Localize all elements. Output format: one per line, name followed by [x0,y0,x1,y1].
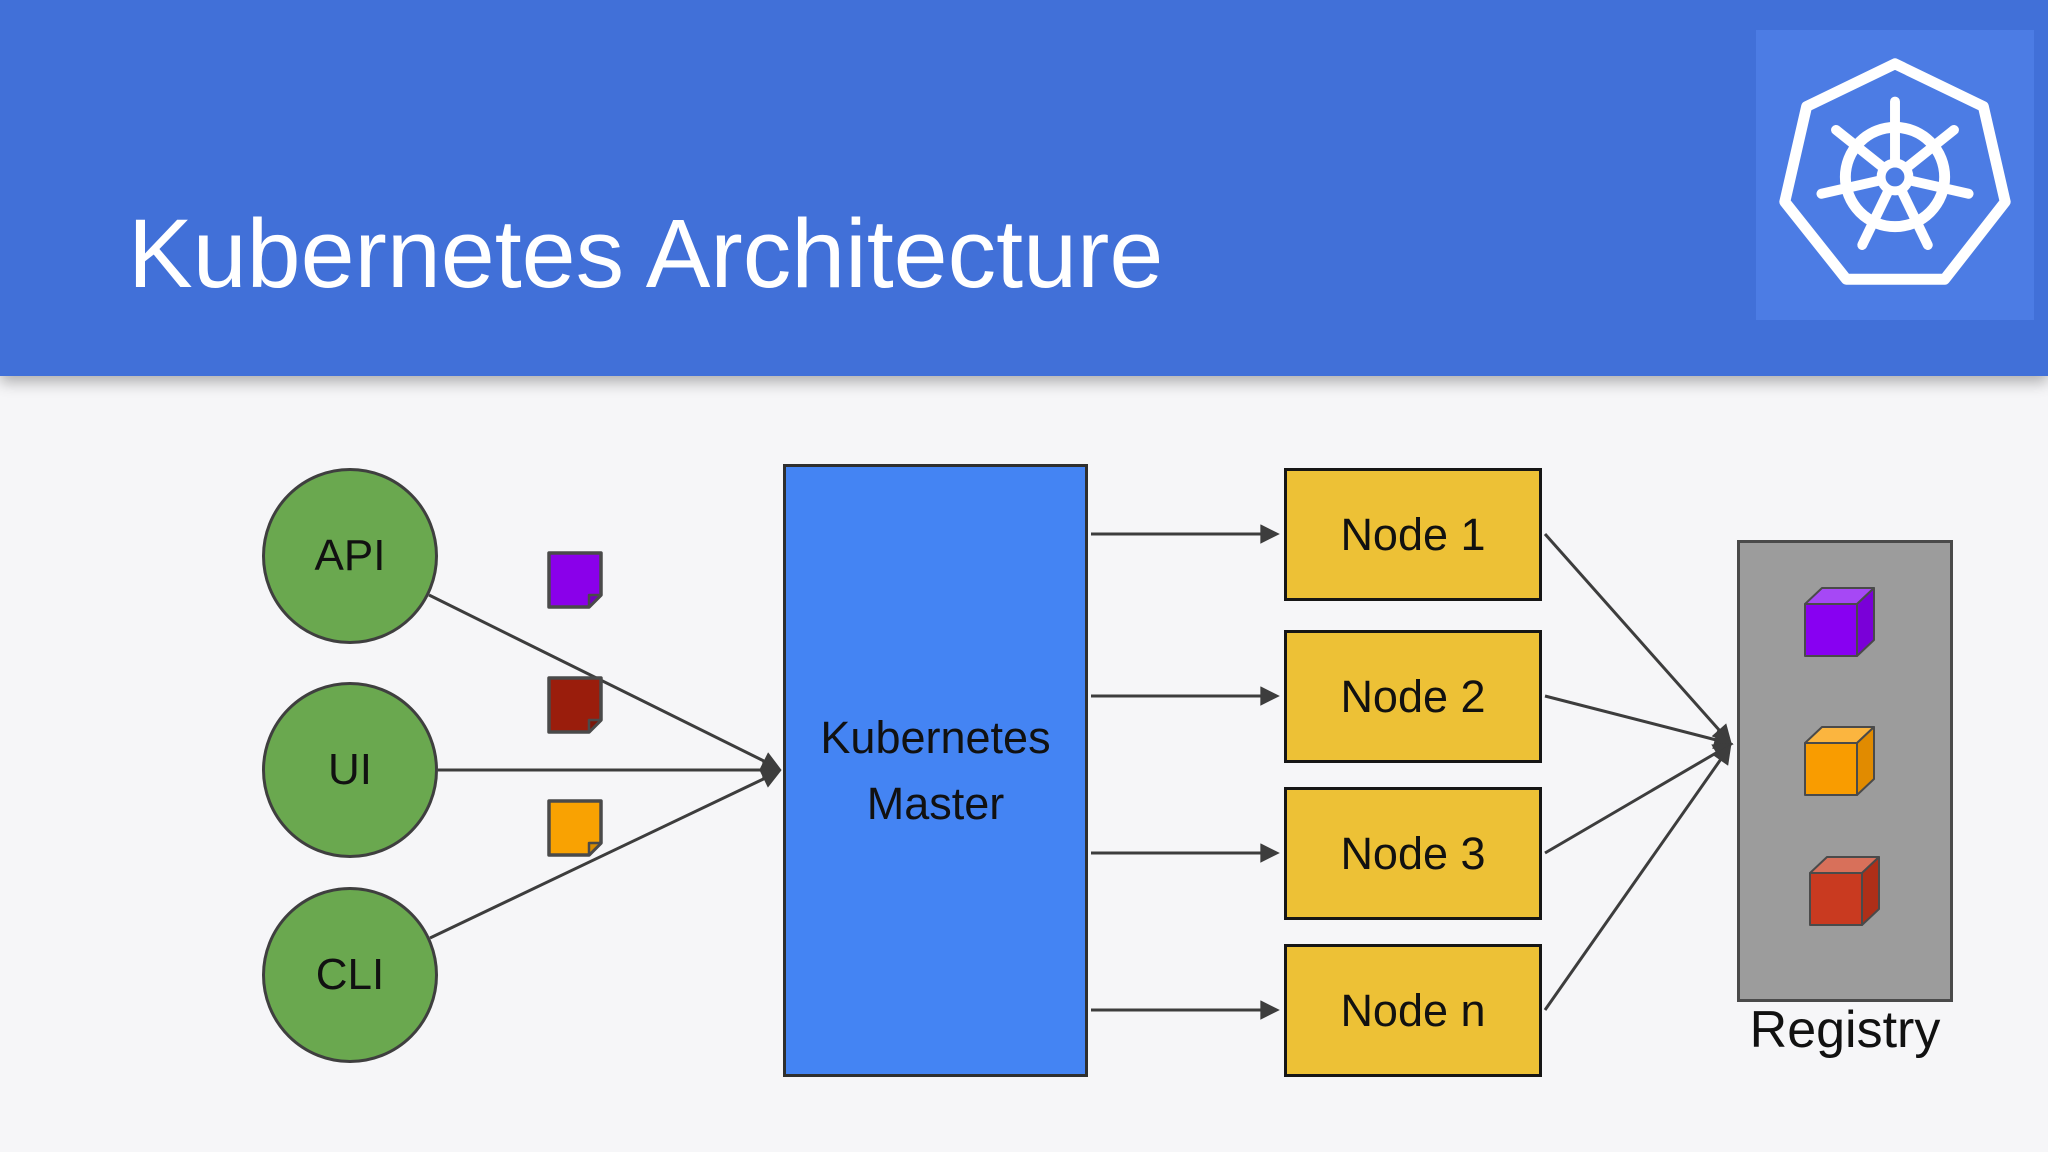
node-1-box: Node 1 [1284,468,1542,601]
edge-node-3-to-registry [1544,743,1734,855]
node-n-box: Node n [1284,944,1542,1077]
kubernetes-logo-patch [1756,30,2034,320]
edge-node-1-to-registry [1543,533,1732,745]
purple-cube-icon [1804,587,1875,657]
client-circle-api: API [262,468,438,644]
kubernetes-master-box: Kubernetes Master [783,464,1088,1077]
client-label: CLI [315,950,385,999]
node-label: Node 3 [1340,827,1486,879]
client-circle-cli: CLI [262,887,438,1063]
client-label: API [314,531,386,580]
orange-note-icon [547,799,603,857]
node-label: Node n [1340,984,1486,1036]
red-cube-icon [1809,856,1880,926]
registry-cubes [1804,587,1880,926]
header-banner: Kubernetes Architecture [0,0,2048,376]
node-label: Node 1 [1340,508,1486,560]
edge-node-n-to-registry [1543,744,1732,1011]
node-2-box: Node 2 [1284,630,1542,763]
dark-red-note-icon [547,676,603,734]
registry-box [1737,540,1953,1002]
node-3-box: Node 3 [1284,787,1542,920]
kubernetes-master-label: Kubernetes Master [820,712,1051,829]
client-circle-ui: UI [262,682,438,858]
kubernetes-logo-icon [1779,58,2011,285]
purple-note-icon [547,551,603,609]
registry-label: Registry [1749,1001,1941,1059]
edge-node-2-to-registry [1544,694,1734,750]
page-title: Kubernetes Architecture [128,199,1164,308]
client-label: UI [328,745,372,794]
node-label: Node 2 [1340,670,1486,722]
orange-cube-icon [1804,726,1875,796]
